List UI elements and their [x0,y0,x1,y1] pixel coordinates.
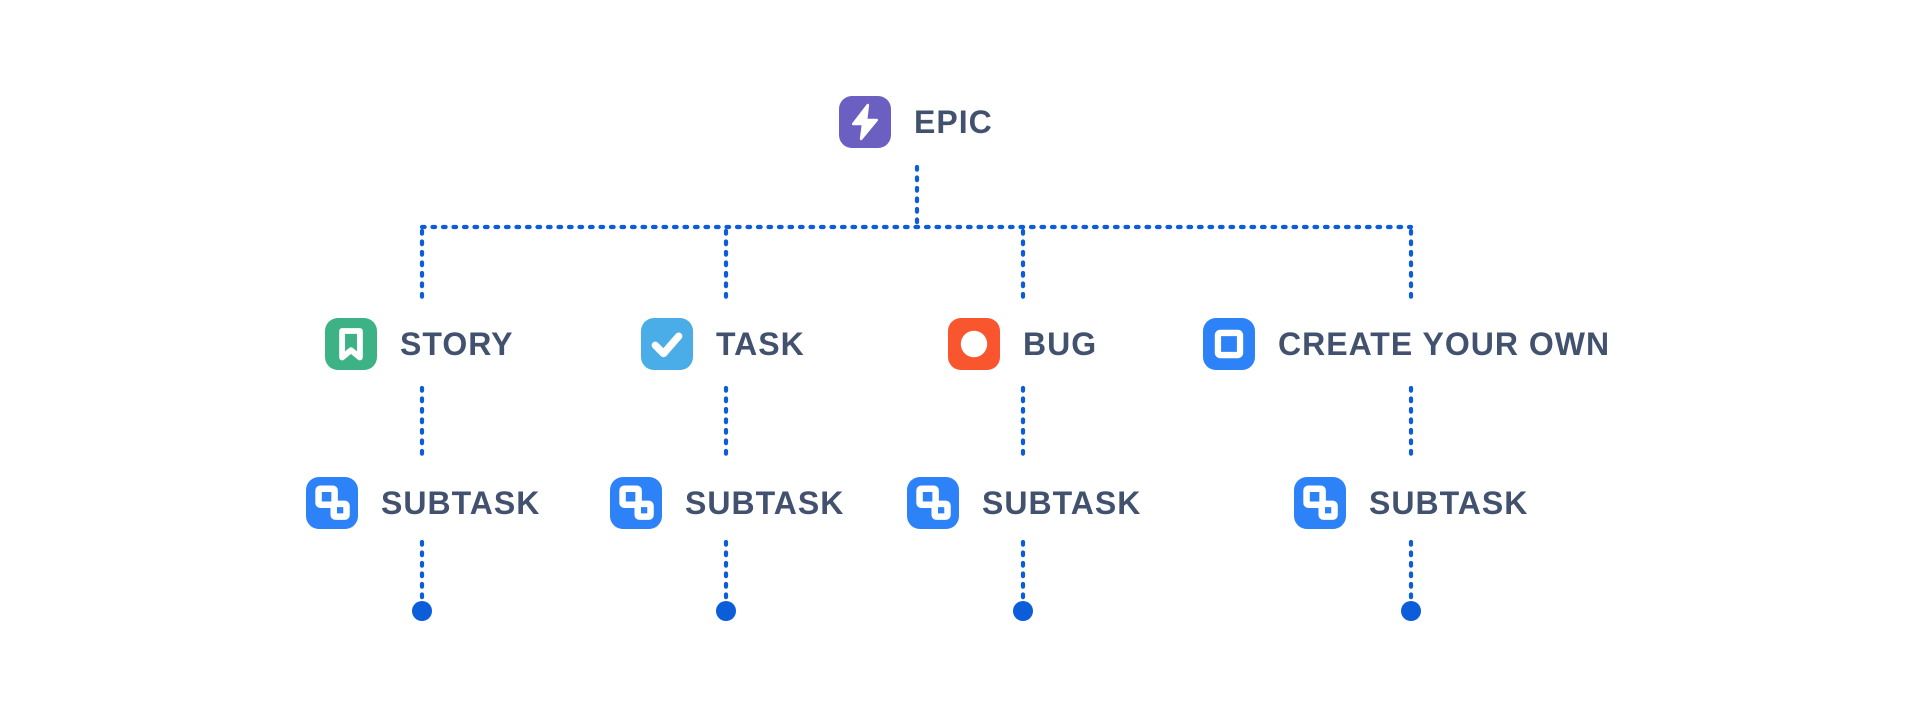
terminal-dot [1013,601,1033,621]
node-subtask-1: SUBTASK [306,477,540,529]
subtask-icon [610,477,662,529]
node-story: STORY [325,318,513,370]
node-bug: BUG [948,318,1097,370]
bug-circle-icon [948,318,1000,370]
story-bookmark-icon [325,318,377,370]
node-label: STORY [400,325,514,362]
node-label: SUBTASK [982,484,1142,521]
node-label: SUBTASK [685,484,845,521]
node-label: CREATE YOUR OWN [1278,325,1611,362]
node-label: BUG [1023,325,1098,362]
node-label: TASK [716,325,805,362]
terminal-dot [716,601,736,621]
subtask-icon [1294,477,1346,529]
node-create-your-own: CREATE YOUR OWN [1203,318,1610,370]
node-task: TASK [641,318,805,370]
node-epic: EPIC [839,96,993,148]
terminal-dot [1401,601,1421,621]
node-label: SUBTASK [381,484,541,521]
node-subtask-2: SUBTASK [610,477,844,529]
node-subtask-3: SUBTASK [907,477,1141,529]
node-label: SUBTASK [1369,484,1529,521]
epic-lightning-icon [839,96,891,148]
terminal-dot [412,601,432,621]
node-subtask-4: SUBTASK [1294,477,1528,529]
node-label: EPIC [914,103,993,140]
task-checkmark-icon [641,318,693,370]
custom-issue-type-icon [1203,318,1255,370]
subtask-icon [907,477,959,529]
subtask-icon [306,477,358,529]
